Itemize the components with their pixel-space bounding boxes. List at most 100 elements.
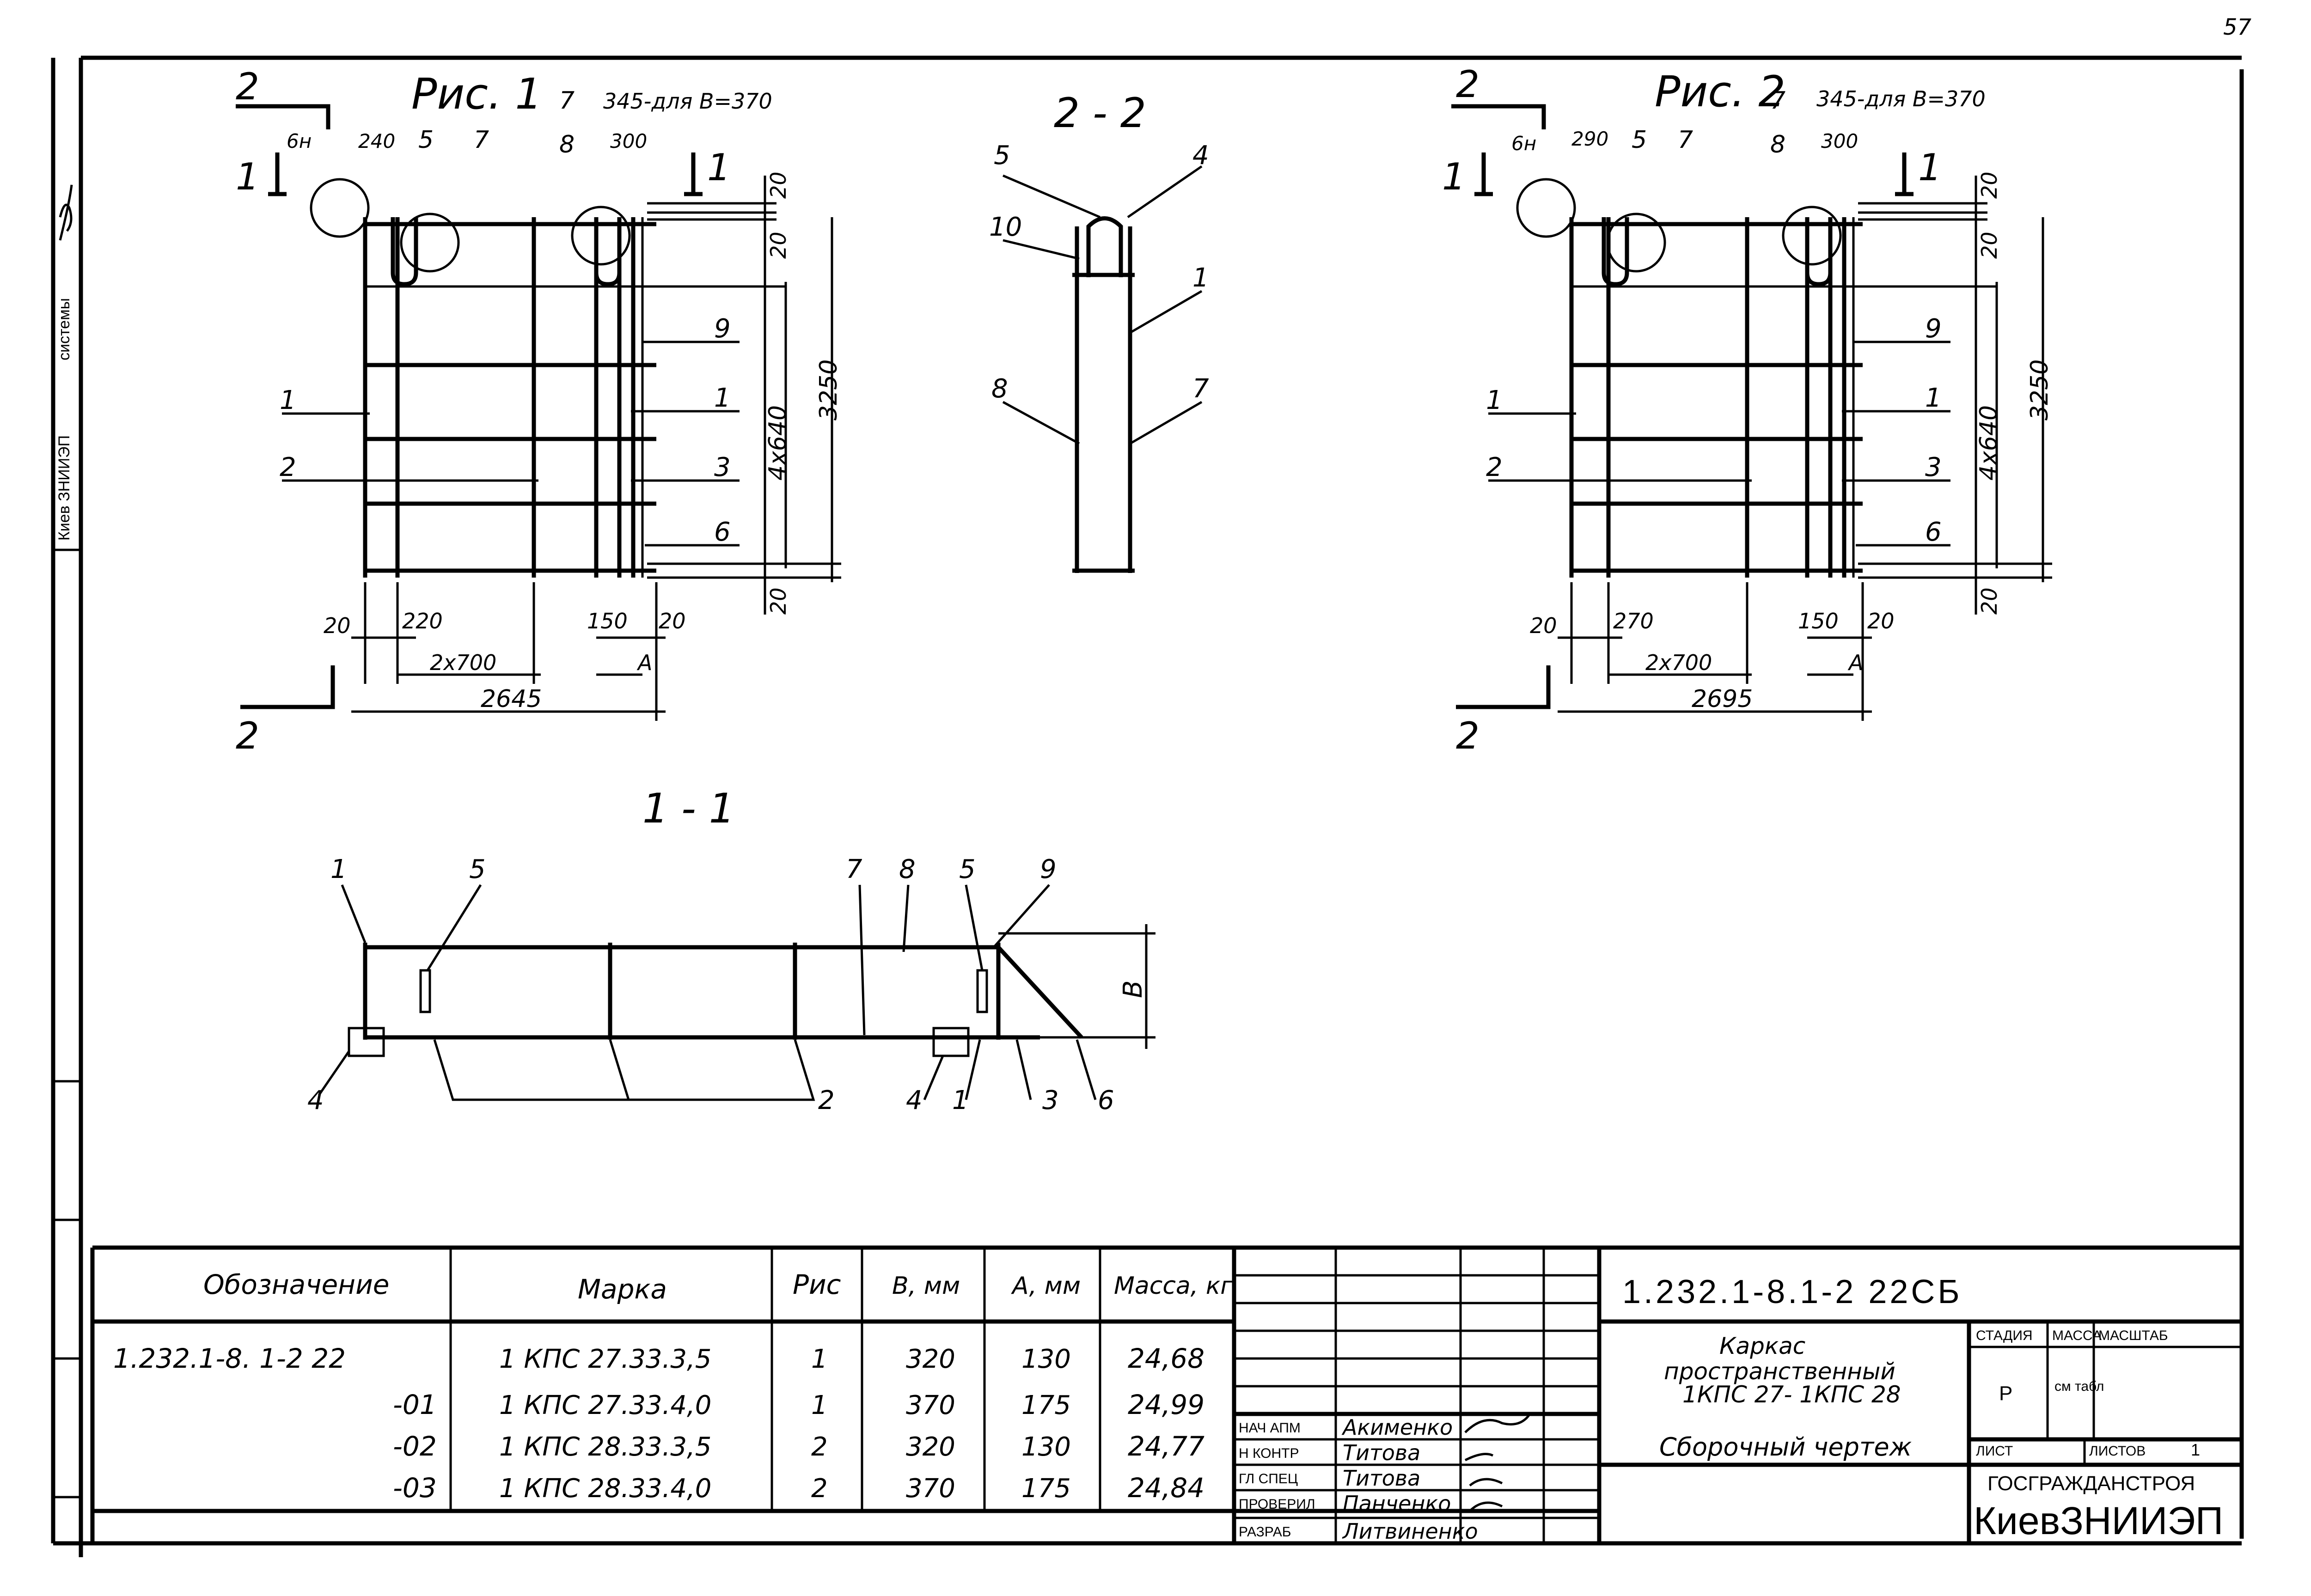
fig2-dim-150: 150 <box>1798 609 1839 634</box>
section11-callout-top-1: 1 <box>330 854 347 884</box>
fig2-section-2-top: 2 <box>1456 63 1480 106</box>
section11-callout-bottom-4b: 4 <box>906 1085 923 1115</box>
fig2-dim-4x640: 4x640 <box>1975 405 2003 481</box>
fig2-dim-270: 270 <box>1613 609 1654 634</box>
drawing-type: Сборочный чертеж <box>1659 1432 1912 1462</box>
fig1-callout-right-3: 3 <box>714 452 731 482</box>
scale-label: МАСШТАБ <box>2098 1328 2168 1343</box>
fig2-section-1-left: 1 <box>1442 155 1466 198</box>
fig1-dim-4x640: 4x640 <box>764 405 792 481</box>
section11-callout-top-8: 8 <box>899 854 916 884</box>
section22-callout-7: 7 <box>1192 374 1209 404</box>
fig1-callout-right-6: 6 <box>714 517 731 547</box>
spec-table-grid <box>90 1245 2242 1543</box>
fig1-dim-20-left: 20 <box>324 613 351 638</box>
fig1-grid <box>236 104 841 721</box>
row2-designation: -02 <box>393 1431 437 1462</box>
page-number: 57 <box>2223 14 2252 40</box>
role-1: Н КОНТР <box>1239 1446 1299 1461</box>
fig1-dim-240: 240 <box>358 130 395 152</box>
role-name-0: Акименко <box>1341 1415 1453 1440</box>
fig2-dim-6n: 6н <box>1511 132 1536 155</box>
fig1-dim-220: 220 <box>402 609 443 634</box>
table-header-designation: Обозначение <box>203 1269 389 1300</box>
section11-callout-top-7: 7 <box>846 854 862 884</box>
role-3: ПРОВЕРИЛ <box>1239 1497 1315 1512</box>
section11-callout-top-5b: 5 <box>959 854 976 884</box>
table-header-B: B, мм <box>892 1272 960 1300</box>
fig1-callout-7: 7 <box>474 126 489 154</box>
sheet-label: ЛИСТ <box>1976 1444 2013 1459</box>
side-stamp-signature <box>59 184 73 241</box>
section11-callout-top-9: 9 <box>1040 854 1057 884</box>
section11-drawing <box>318 884 1156 1101</box>
section22-callout-1: 1 <box>1192 263 1209 293</box>
fig2-dim-290: 290 <box>1571 128 1608 150</box>
product-name-line3: 1КПС 27- 1КПС 28 <box>1682 1381 1901 1408</box>
section11-dim-B: B <box>1118 981 1148 998</box>
fig1-title: Рис. 1 <box>411 69 542 119</box>
row1-mark: 1 КПС 27.33.4,0 <box>499 1390 711 1420</box>
section11-callout-bottom-3: 3 <box>1042 1085 1059 1115</box>
mass-label: МАССА <box>2052 1328 2102 1343</box>
fig1-dim-2645: 2645 <box>481 685 542 713</box>
fig1-dim-right-20c: 20 <box>766 587 791 615</box>
row1-designation: -01 <box>393 1389 437 1420</box>
section11-callout-bottom-2: 2 <box>818 1085 835 1115</box>
fig2-callout-left-1: 1 <box>1486 385 1503 415</box>
table-header-mark: Марка <box>578 1273 667 1305</box>
stage-value: Р <box>1999 1382 2012 1405</box>
fig2-section-2-bottom: 2 <box>1456 714 1480 757</box>
fig1-callout-right-1: 1 <box>714 383 731 413</box>
fig1-callout-left-1: 1 <box>280 385 296 415</box>
fig2-title: Рис. 2 <box>1655 67 1785 116</box>
fig1-dim-20-right: 20 <box>659 609 686 634</box>
fig2-callout-left-2: 2 <box>1486 452 1503 482</box>
role-name-4: Литвиненко <box>1342 1519 1478 1544</box>
product-name-line2: пространственный <box>1664 1358 1895 1385</box>
fig2-dim-right-20a: 20 <box>1977 171 2002 199</box>
fig1-callout-8: 8 <box>559 131 575 158</box>
fig1-callout-right-9: 9 <box>714 314 731 344</box>
fig2-callout-right-9: 9 <box>1925 314 1942 344</box>
row1-mass: 24,99 <box>1128 1389 1204 1420</box>
fig1-callout-7b: 7 <box>559 87 575 115</box>
fig1-callout-left-2: 2 <box>280 452 296 482</box>
fig2-callout-8: 8 <box>1770 131 1785 158</box>
fig1-dim-150: 150 <box>587 609 628 634</box>
org-top: ГОСГРАЖДАНСТРОЯ <box>1987 1472 2195 1495</box>
fig2-dim-2x700: 2x700 <box>1645 650 1712 675</box>
fig2-callout-5: 5 <box>1632 126 1647 154</box>
table-header-mass: Масса, кг <box>1114 1272 1233 1300</box>
sheets-value: 1 <box>2191 1440 2200 1459</box>
section22-title: 2 - 2 <box>1054 89 1146 137</box>
fig2-callout-right-6: 6 <box>1925 517 1942 547</box>
role-name-2: Титова <box>1343 1466 1420 1491</box>
fig1-dim-A: A <box>636 650 652 675</box>
row1-fig: 1 <box>811 1390 828 1420</box>
product-name-line1: Каркас <box>1719 1333 1805 1359</box>
row2-mark: 1 КПС 28.33.3,5 <box>499 1432 711 1462</box>
fig2-callout-right-3: 3 <box>1925 452 1942 482</box>
fig2-section-1-right: 1 <box>1918 146 1942 189</box>
section11-callout-top-5: 5 <box>469 854 486 884</box>
stage-label: СТАДИЯ <box>1976 1328 2033 1343</box>
fig2-callout-7b: 7 <box>1770 87 1785 115</box>
section22-callout-4: 4 <box>1192 140 1209 171</box>
fig1-callout-5: 5 <box>418 126 434 154</box>
row0-B: 320 <box>906 1344 955 1374</box>
table-row: -01 1 КПС 27.33.4,0 1 370 175 24,99 <box>393 1389 1204 1420</box>
fig1-section-2-top: 2 <box>236 65 259 108</box>
fig2-dim-right-20c: 20 <box>1977 587 2002 615</box>
sheet-frame <box>51 55 2244 1557</box>
org-main: КиевЗНИИЭП <box>1974 1499 2223 1542</box>
fig2-dim-20-left: 20 <box>1530 613 1557 638</box>
role-2: ГЛ СПЕЦ <box>1239 1471 1298 1486</box>
row3-B: 370 <box>906 1474 955 1504</box>
side-stamp-series: системы <box>55 298 73 360</box>
row1-A: 175 <box>1021 1390 1071 1420</box>
fig2-note-top: 345-для B=370 <box>1816 86 1986 111</box>
fig1-section-1-left: 1 <box>236 155 259 198</box>
table-row: -03 1 КПС 28.33.4,0 2 370 175 24,84 <box>393 1472 1204 1504</box>
row2-B: 320 <box>906 1432 955 1462</box>
